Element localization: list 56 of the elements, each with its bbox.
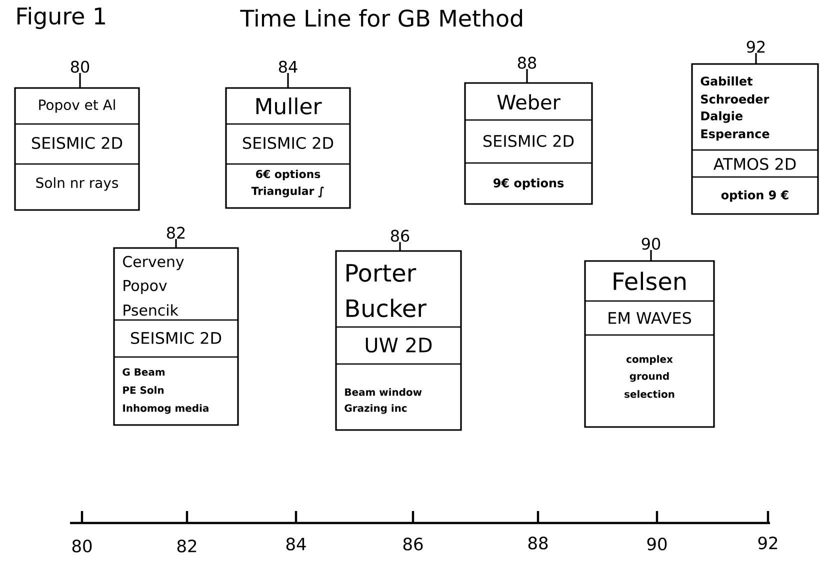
tick-label: 86 — [403, 538, 423, 550]
timeline-card — [113, 247, 239, 426]
year-label: 84 — [278, 60, 298, 73]
card-text: Felsen — [614, 272, 686, 290]
timeline-card — [464, 82, 593, 205]
card-text: 9€ options — [494, 178, 564, 190]
card-text: G Beam — [122, 368, 165, 376]
figure-label: Figure 1 — [17, 6, 105, 30]
card-text: Popov et Al — [39, 99, 115, 113]
card-text: EM WAVES — [608, 312, 692, 324]
timeline-card — [225, 87, 351, 209]
year-label: 82 — [166, 226, 185, 239]
year-label: 86 — [390, 230, 410, 242]
timeline-card — [14, 87, 140, 211]
timeline-card — [584, 260, 715, 428]
card-text: Inhomog media — [123, 404, 208, 414]
card-text: Popov — [124, 280, 167, 294]
tick-label: 80 — [72, 540, 92, 552]
card-text: 6€ options — [256, 170, 320, 180]
card-text: SEISMIC 2D — [484, 134, 574, 148]
card-text: Beam window — [345, 388, 422, 396]
tick-label: 90 — [647, 538, 667, 550]
card-text: Weber — [497, 94, 560, 110]
card-text: PE Soln — [123, 386, 164, 394]
card-text: Grazing inc — [344, 404, 407, 414]
tick-label: 92 — [758, 536, 778, 550]
card-text: Triangular ∫ — [251, 186, 324, 198]
card-text: Porter — [346, 264, 416, 282]
card-text: Dalgie — [701, 111, 742, 123]
year-label: 92 — [746, 40, 765, 53]
tick-label: 84 — [286, 538, 306, 550]
tick-label: 82 — [177, 540, 196, 552]
card-text: Psencik — [124, 304, 178, 316]
card-text: SEISMIC 2D — [32, 136, 122, 150]
year-label: 88 — [518, 56, 536, 69]
card-text: SEISMIC 2D — [131, 332, 222, 344]
card-text: Bucker — [346, 298, 426, 318]
year-label: 80 — [70, 60, 90, 73]
title: Time Line for GB Method — [240, 9, 522, 27]
timeline-card — [335, 250, 462, 431]
card-text: SEISMIC 2D — [243, 136, 334, 150]
card-text: Gabillet — [700, 76, 752, 86]
card-text: selection — [624, 390, 674, 398]
card-text: Muller — [256, 98, 322, 114]
card-text: UW 2D — [366, 337, 432, 353]
timeline-card — [691, 63, 819, 215]
card-text: Soln nr rays — [36, 177, 118, 191]
card-text: Schroeder — [701, 94, 770, 104]
card-text: Esperance — [701, 129, 770, 141]
tick-label: 88 — [528, 536, 548, 550]
year-label: 90 — [642, 238, 660, 250]
card-text: ATMOS 2D — [713, 158, 796, 170]
card-text: Cerveny — [123, 256, 184, 270]
card-text: option 9 € — [721, 190, 788, 202]
card-text: complex — [626, 355, 673, 365]
card-text: ground — [630, 372, 669, 382]
